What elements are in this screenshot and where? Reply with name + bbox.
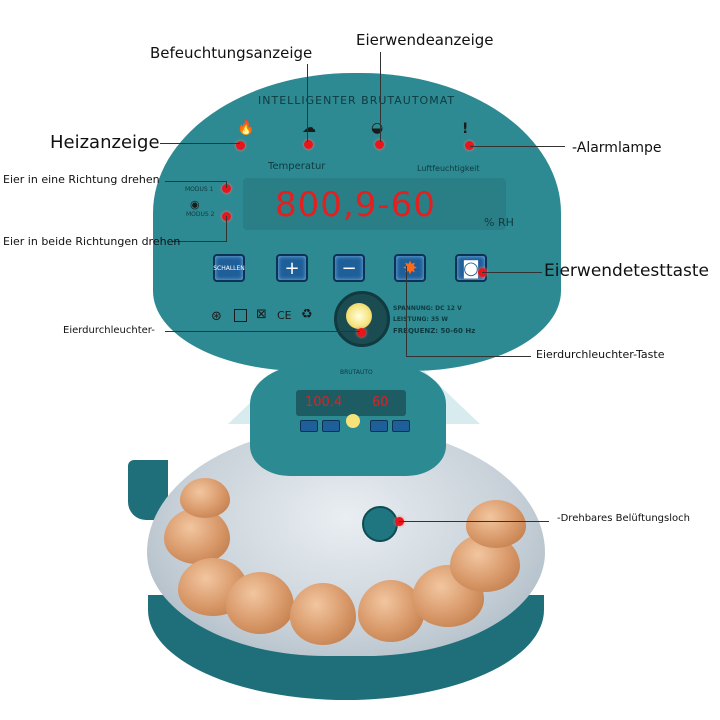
label-both-directions: Eier in beide Richtungen drehen xyxy=(3,235,181,248)
top-candler-lamp xyxy=(346,414,360,428)
label-vent: -Drehbares Belüftungsloch xyxy=(557,513,690,524)
candler-indicator xyxy=(357,328,366,337)
weee-icon: ⊠ xyxy=(256,307,267,322)
leader-line xyxy=(406,356,531,357)
cloud-icon: ☁ xyxy=(302,120,316,136)
minus-button[interactable]: − xyxy=(333,254,365,282)
leader-line xyxy=(226,181,227,188)
spec-power: LEISTUNG: 35 W xyxy=(393,316,448,323)
display-panel xyxy=(243,178,506,230)
top-button[interactable] xyxy=(370,420,388,432)
light-icon: ✸ xyxy=(402,257,418,279)
leader-line xyxy=(406,266,407,356)
spec-voltage: SPANNUNG: DC 12 V xyxy=(393,305,462,312)
egg-turn-indicator xyxy=(375,140,384,149)
alarm-indicator xyxy=(465,141,474,150)
plus-button[interactable]: + xyxy=(276,254,308,282)
egg xyxy=(466,500,526,548)
label-candler-button: Eierdurchleuchter-Taste xyxy=(536,348,665,361)
top-button[interactable] xyxy=(322,420,340,432)
egg xyxy=(226,572,294,634)
leader-line xyxy=(165,331,360,332)
recycle-icon: ⊛ xyxy=(211,309,222,324)
eye-icon: ◉ xyxy=(190,198,200,211)
temperature-label: Temperatur xyxy=(268,161,326,172)
label-alarm: -Alarmlampe xyxy=(572,140,662,156)
minus-icon: − xyxy=(341,257,357,279)
label-egg-turn-indicator: Eierwendeanzeige xyxy=(356,31,494,49)
top-display xyxy=(296,390,406,416)
egg xyxy=(290,583,356,645)
top-hum-value: 60 xyxy=(372,395,389,410)
mode1-label: MODUS 1 xyxy=(185,186,214,193)
leader-line xyxy=(226,216,227,241)
humidification-indicator xyxy=(304,140,313,149)
candler-button[interactable]: ✸ xyxy=(394,254,426,282)
top-button[interactable] xyxy=(300,420,318,432)
mode2-label: MODUS 2 xyxy=(186,211,215,218)
label-egg-turn-test: Eierwendetesttaste xyxy=(544,261,710,281)
double-insulation-icon xyxy=(234,309,247,322)
leader-line xyxy=(307,64,308,142)
recycling-icon: ♻ xyxy=(301,307,313,322)
candler-lamp[interactable] xyxy=(334,291,390,347)
panel-title: INTELLIGENTER BRUTAUTOMAT xyxy=(258,94,456,107)
egg xyxy=(180,478,230,518)
plus-icon: + xyxy=(284,257,300,279)
set-button[interactable]: SCHALLEN xyxy=(213,254,245,282)
heating-indicator xyxy=(236,141,245,150)
leader-line xyxy=(165,181,227,182)
leader-line xyxy=(172,241,227,242)
label-one-direction: Eier in eine Richtung drehen xyxy=(3,173,160,186)
egg-turn-icon: ◒ xyxy=(371,120,384,136)
label-heating: Heizanzeige xyxy=(50,132,160,153)
spec-frequency: FREQUENZ: 50-60 Hz xyxy=(393,327,476,335)
leader-line xyxy=(380,52,381,142)
top-button[interactable] xyxy=(392,420,410,432)
candler-light-icon xyxy=(346,303,372,329)
set-button-label: SCHALLEN xyxy=(213,264,245,272)
leader-line xyxy=(482,272,542,273)
egg-rotate-icon: ◙ xyxy=(462,257,480,279)
humidity-unit: % RH xyxy=(484,216,514,229)
label-humidification: Befeuchtungsanzeige xyxy=(150,44,313,62)
top-temp-value: 100.4 xyxy=(305,395,343,410)
top-unit-title: BRUTAUTO xyxy=(340,369,373,376)
alarm-icon: ! xyxy=(462,121,469,137)
display-value: 800,9-60 xyxy=(275,185,436,225)
humidity-label: Luftfeuchtigkeit xyxy=(417,164,480,173)
leader-line xyxy=(160,143,240,144)
label-candler: Eierdurchleuchter- xyxy=(63,325,155,336)
leader-line xyxy=(399,521,549,522)
ce-mark: CE xyxy=(277,309,292,322)
mode1-indicator xyxy=(222,184,231,193)
flame-icon: 🔥 xyxy=(237,120,255,136)
leader-line xyxy=(470,146,565,147)
egg xyxy=(164,508,230,564)
rotatable-vent[interactable] xyxy=(362,506,398,542)
